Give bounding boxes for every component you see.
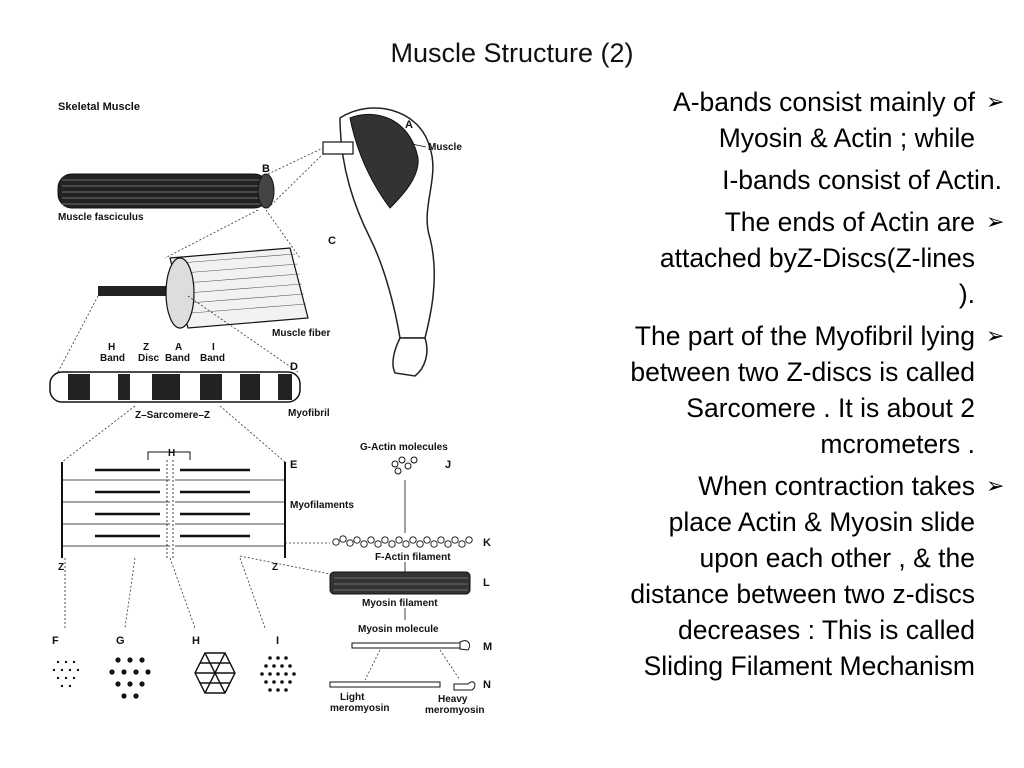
label-G: G	[116, 635, 125, 647]
label-myofilaments: Myofilaments	[290, 500, 354, 511]
label-D: D	[290, 361, 298, 373]
label-skeletal-muscle: Skeletal Muscle	[58, 101, 140, 113]
bullet-text: The part of the Myofibril lying between …	[630, 321, 975, 459]
label-J: J	[445, 459, 451, 471]
label-E: E	[290, 459, 297, 471]
bullet-text: A-bands consist mainly of Myosin & Actin…	[673, 87, 975, 153]
label-N: N	[483, 679, 491, 691]
arrow-bullet-icon: ➢	[986, 209, 1005, 234]
label-M: M	[483, 641, 492, 653]
bullet-list: A-bands consist mainly of Myosin & Actin…	[520, 84, 1020, 684]
label-muscle: Muscle	[428, 142, 462, 153]
label-Z2: Z	[272, 562, 278, 573]
cross-section-H	[194, 652, 236, 694]
label-B: B	[262, 163, 270, 175]
label-muscle-fiber: Muscle fiber	[272, 328, 330, 339]
myosin-molecule	[351, 640, 471, 651]
muscle-structure-figure: Skeletal Muscle A Muscle	[40, 88, 510, 728]
cross-section-F	[52, 660, 80, 688]
cross-section-G	[109, 657, 151, 699]
arrow-bullet-icon: ➢	[986, 323, 1005, 348]
label-Z1: Z	[58, 562, 64, 573]
label-myosin-filament: Myosin filament	[362, 598, 438, 609]
bullet-item: When contraction takes place Actin & Myo…	[520, 468, 1020, 684]
label-muscle-fasciculus: Muscle fasciculus	[58, 212, 144, 223]
label-C: C	[328, 235, 336, 247]
label-g-actin: G-Actin molecules	[360, 442, 448, 453]
bullet-item: A-bands consist mainly of Myosin & Actin…	[520, 84, 1020, 156]
cross-section-I	[260, 656, 296, 692]
label-myofibril: Myofibril	[288, 408, 330, 419]
arrow-bullet-icon: ➢	[986, 473, 1005, 498]
label-Hc: H	[192, 635, 200, 647]
myofilaments-diagram	[61, 460, 286, 558]
label-H-small: H	[168, 448, 175, 459]
label-myosin-molecule: Myosin molecule	[358, 624, 439, 635]
label-A: A	[405, 119, 413, 131]
bullet-text: I-bands consist of Actin.	[722, 165, 1002, 195]
bullet-item: The part of the Myofibril lying between …	[520, 318, 1020, 462]
label-sarcomere: Z–Sarcomere–Z	[135, 410, 210, 421]
label-L: L	[483, 577, 490, 589]
arrow-bullet-icon: ➢	[986, 89, 1005, 114]
muscle-diagram: Skeletal Muscle A Muscle	[49, 101, 492, 716]
meromyosin	[329, 681, 476, 691]
bullet-item: The ends of Actin are attached byZ-Discs…	[520, 204, 1020, 312]
slide-title: Muscle Structure (2)	[390, 38, 634, 68]
bullet-text: The ends of Actin are attached byZ-Discs…	[659, 207, 975, 309]
muscle-fiber	[98, 247, 309, 329]
bullet-text: When contraction takes place Actin & Myo…	[630, 471, 975, 681]
arm-illustration	[322, 107, 435, 377]
label-f-actin: F-Actin filament	[375, 552, 451, 563]
muscle-fasciculus	[57, 173, 275, 209]
g-actin-molecules	[391, 456, 418, 475]
f-actin-filament	[332, 535, 473, 548]
myosin-filament	[329, 571, 471, 595]
label-K: K	[483, 537, 491, 549]
label-I: I	[276, 635, 279, 647]
label-F: F	[52, 635, 59, 647]
myofibril	[49, 371, 301, 403]
bullet-item: I-bands consist of Actin.	[520, 162, 1020, 198]
